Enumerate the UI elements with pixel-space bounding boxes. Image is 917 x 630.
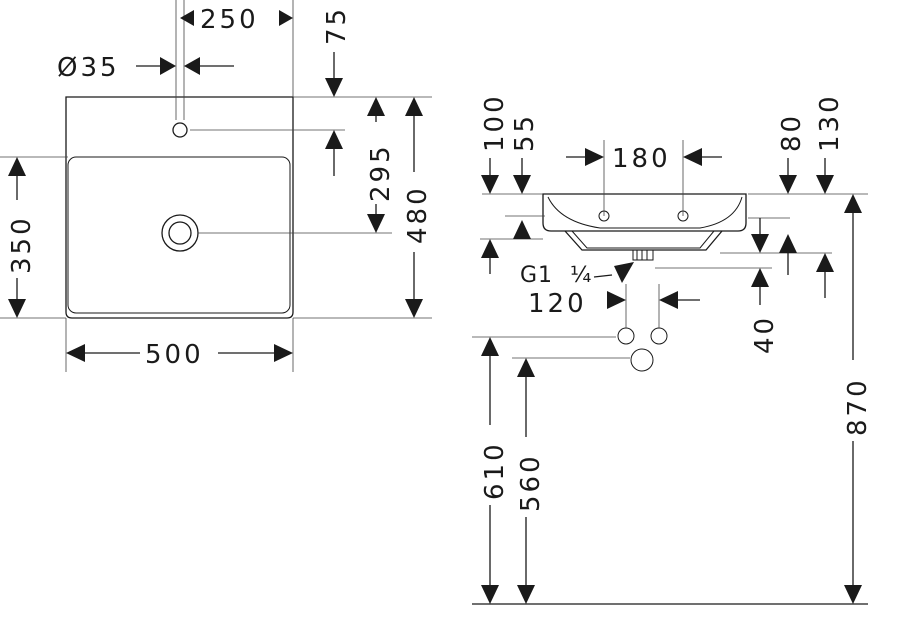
dim-610: 610 [480,337,510,604]
tap-hole [172,122,188,138]
dim-100: 100 [480,93,510,274]
dim-dia-35: Ø35 [57,53,234,83]
dim-75-label: 75 [322,6,352,45]
dim-80: 80 [751,113,807,275]
dim-40: 40 [750,268,780,354]
dim-80-label: 80 [777,113,807,152]
dim-350-label: 350 [7,215,37,274]
dim-180: 180 [566,144,722,174]
drain-outer [161,214,199,252]
underside-inner [571,230,715,249]
dim-180-label: 180 [612,144,671,174]
dim-dia-35-label: Ø35 [57,53,120,83]
thread-fraction: ¼ [570,263,592,288]
dim-120-label: 120 [528,289,587,319]
dim-560-label: 560 [516,453,546,512]
dim-480-label: 480 [403,185,433,244]
waste-fitting [632,249,654,261]
dim-870: 870 [843,194,873,604]
dim-250: 250 [180,5,293,35]
dim-295: 295 [366,97,396,233]
dim-55: 55 [510,113,540,239]
dim-295-label: 295 [366,143,396,202]
dim-120: 120 [528,289,700,319]
dim-130: 130 [815,93,845,298]
waste-outlet [630,348,654,372]
dim-55-label: 55 [510,113,540,152]
side-view: 100 55 180 80 [472,93,873,605]
dim-250-label: 250 [200,5,259,35]
pipe-connection-left [617,327,635,345]
pipe-connection-right [650,327,668,345]
dim-100-label: 100 [480,93,510,152]
bowl-outline-top [67,156,291,314]
bowl-curve [547,196,743,229]
dim-500: 500 [66,340,293,370]
dim-75: 75 [322,6,352,176]
dim-480: 480 [403,97,433,318]
dim-130-label: 130 [815,93,845,152]
dim-560: 560 [516,358,546,604]
dim-500-label: 500 [145,340,204,370]
dim-thread-g: G1 ¼ [520,262,634,288]
thread-label: G1 [520,263,553,288]
basin-underside [564,230,723,251]
basin-outline-top [65,96,294,319]
dim-40-label: 40 [750,315,780,354]
dim-870-label: 870 [843,377,873,436]
dim-350: 350 [7,157,37,318]
top-view: 250 Ø35 75 295 [0,0,433,372]
basin-profile [542,193,747,232]
dim-610-label: 610 [480,441,510,500]
drain-inner [168,221,192,245]
